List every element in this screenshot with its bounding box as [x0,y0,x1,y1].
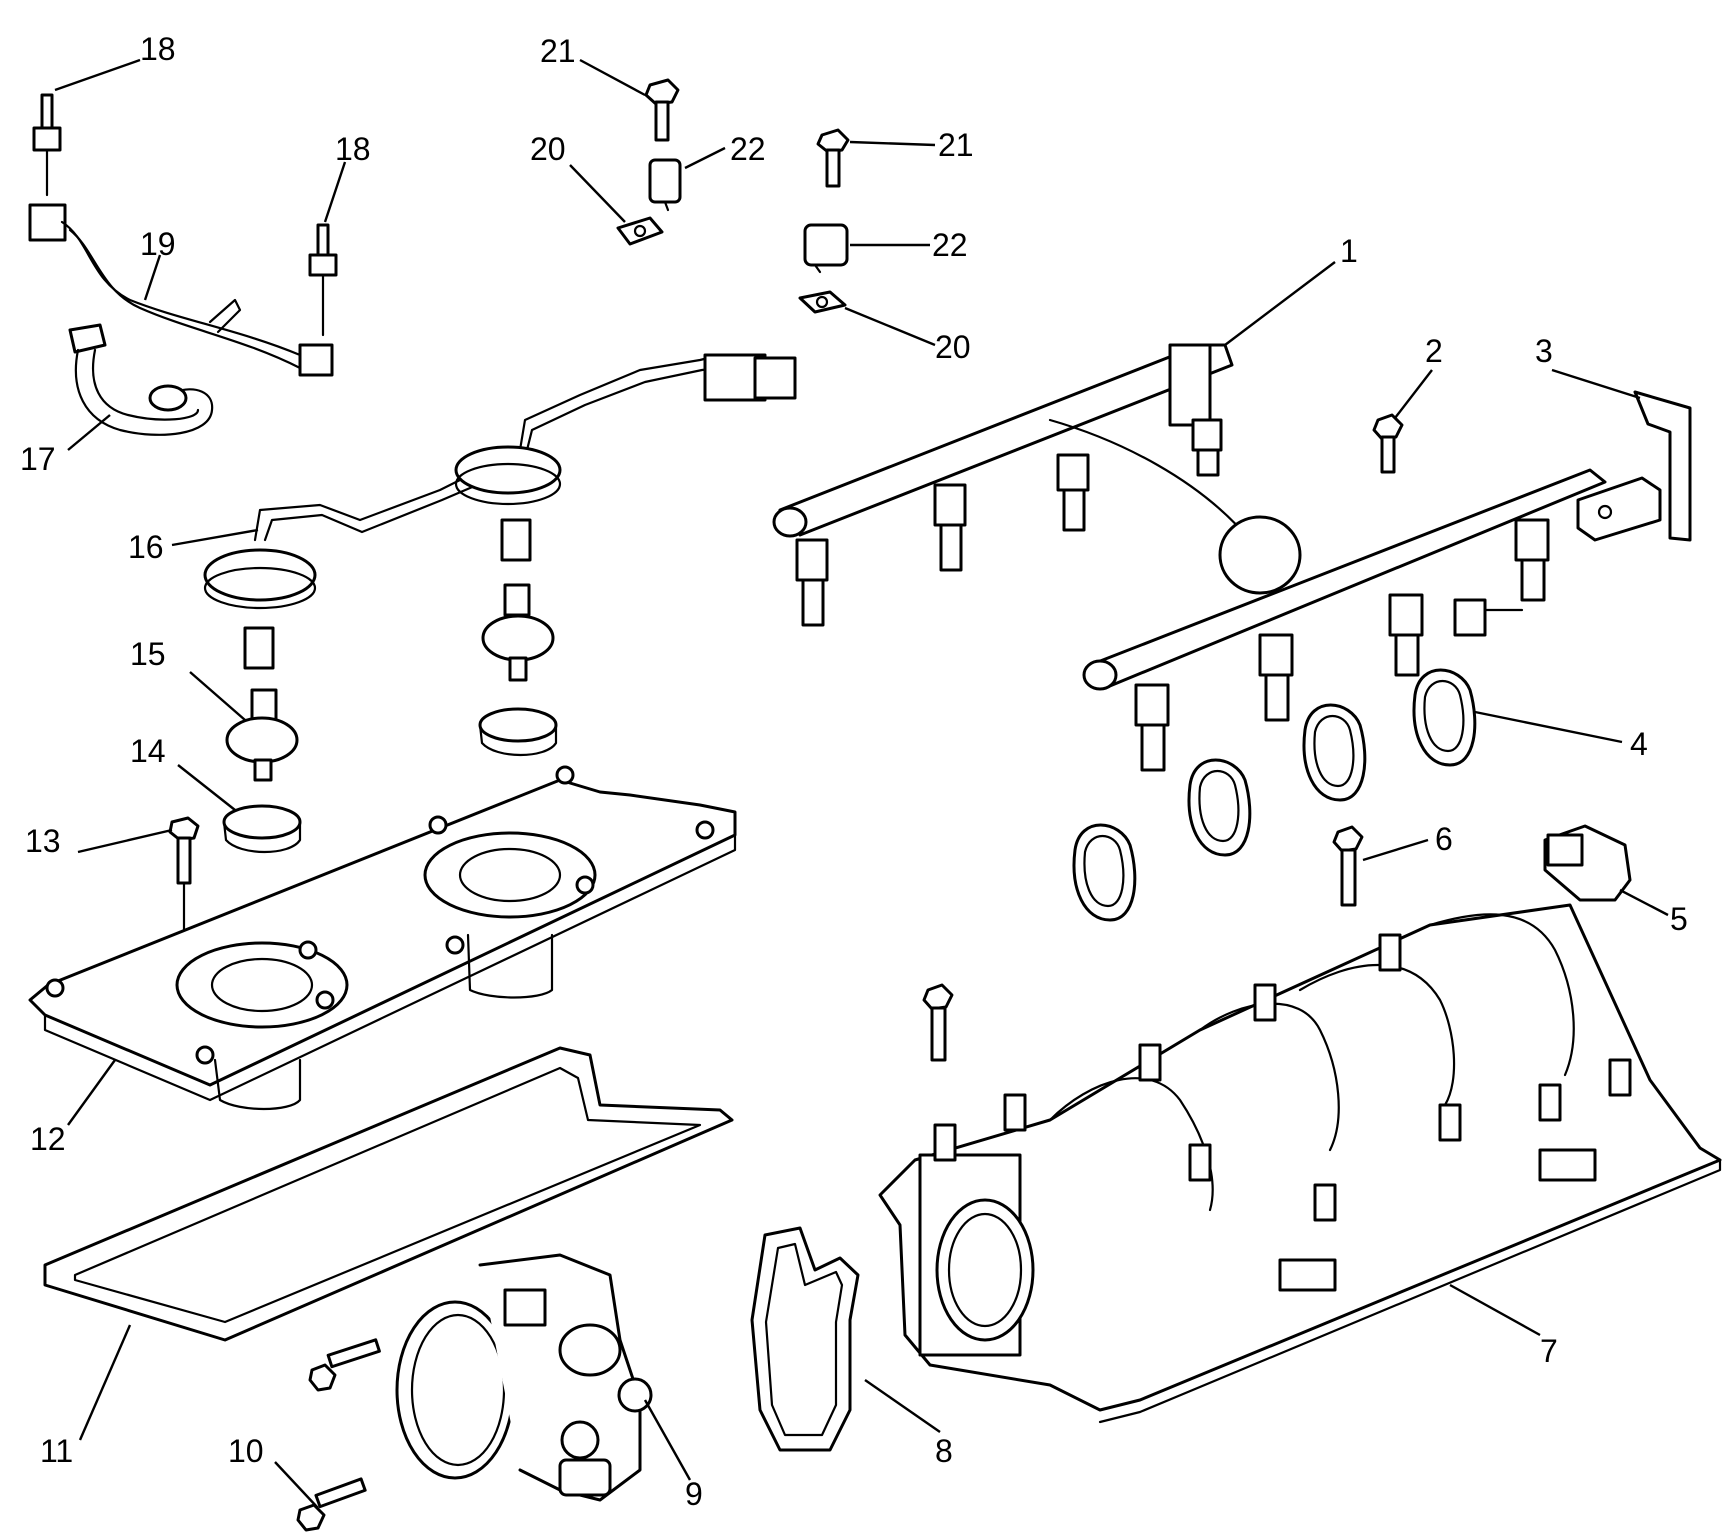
callout-12: 12 [30,1121,66,1157]
callout-13: 13 [25,823,61,859]
stud-18-right [308,223,338,337]
wiring-harness-16 [203,353,797,610]
callout-5: 5 [1670,901,1688,937]
callout-22-left: 22 [730,131,766,167]
grommet-14-left [222,804,302,854]
stud-18-left [32,93,62,197]
pipe-19 [28,203,334,377]
callout-7: 7 [1540,1333,1558,1369]
gasket-11 [43,1046,734,1342]
knock-sensor-15-left [225,626,299,782]
valley-cover-12 [28,765,737,1111]
callout-16: 16 [128,529,164,565]
callout-11: 11 [40,1433,73,1469]
clip-22-upper-right [803,223,849,274]
leader-lines [54,58,1669,1509]
sensor-5 [1543,824,1632,902]
intake-seals-4 [1072,668,1477,922]
callout-21-right: 21 [938,127,974,163]
bolt-6 [1332,825,1364,907]
gasket-8 [750,1226,860,1452]
bolt-21-upper-right [816,128,850,188]
bolt-manifold [922,983,954,1062]
callout-22-right: 22 [932,227,968,263]
callout-10: 10 [228,1433,264,1469]
grommet-14-right [478,707,558,757]
bolt-10-upper [308,1338,381,1392]
callout-15: 15 [130,636,166,672]
gasket-20-upper-left [616,216,664,246]
hose-17 [68,323,214,436]
fuel-injectors-1 [795,418,1550,772]
bolt-13 [168,816,200,932]
callout-14: 14 [130,733,166,769]
callout-21-left: 21 [540,33,576,69]
fuel-rail-1 [772,343,1607,691]
callout-8: 8 [935,1433,953,1469]
gasket-20-upper-right [798,290,847,314]
callout-1: 1 [1340,233,1358,269]
callout-3: 3 [1535,333,1553,369]
callout-18-right: 18 [335,131,371,167]
throttle-body-9 [395,1253,653,1502]
knock-sensor-15-right [481,518,555,682]
bolt-10-lower [296,1477,367,1532]
bolt-21-upper-left [644,78,680,142]
bracket-3 [1576,390,1692,542]
callout-6: 6 [1435,821,1453,857]
callout-labels: 18 18 19 17 21 20 22 21 22 20 1 2 3 4 5 … [20,31,1688,1512]
callout-20-left: 20 [530,131,566,167]
callout-4: 4 [1630,726,1648,762]
callout-18-left: 18 [140,31,176,67]
callout-9: 9 [685,1476,703,1512]
intake-manifold-7 [878,903,1722,1424]
clip-22-upper-left [648,158,682,212]
bolt-2 [1372,413,1404,474]
callout-19: 19 [140,226,176,262]
callout-17: 17 [20,441,56,477]
callout-2: 2 [1425,333,1443,369]
callout-20-right: 20 [935,329,971,365]
